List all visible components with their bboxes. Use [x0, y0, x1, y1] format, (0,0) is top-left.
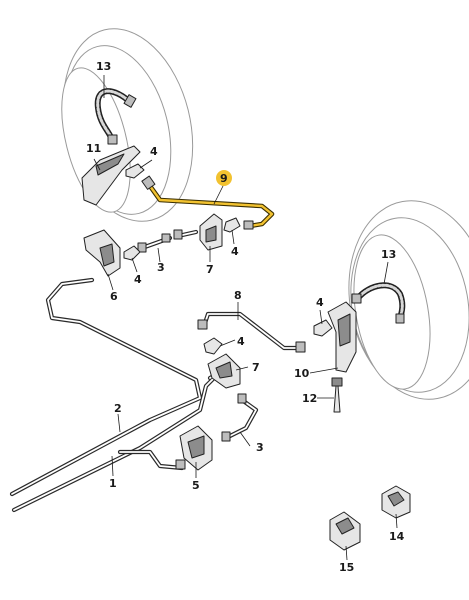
clip-4-top — [125, 163, 145, 179]
bracket-5 — [175, 425, 213, 471]
bracket-7-top — [199, 213, 223, 251]
bracket-10 — [327, 301, 357, 373]
callout-14: 14 — [389, 530, 405, 543]
callout-7-mid: 7 — [252, 361, 260, 374]
connector-7-top — [173, 229, 199, 240]
bracket-11 — [81, 145, 141, 206]
highlight-marker-9 — [216, 170, 232, 186]
callout-6: 6 — [110, 290, 118, 303]
callout-labels: 13 11 4 9 4 7 3 4 6 8 4 13 4 7 10 12 2 3… — [86, 60, 405, 574]
clip-4-c — [123, 245, 141, 261]
fitting-3-top — [137, 233, 173, 253]
callout-4-d: 4 — [316, 296, 324, 309]
clip-15 — [329, 511, 361, 551]
callout-13-top: 13 — [96, 60, 111, 73]
brake-pipe-9-highlighted — [141, 175, 275, 230]
brake-hose-top — [94, 88, 137, 145]
brake-hose-right — [351, 282, 406, 324]
callout-4-e: 4 — [237, 335, 245, 348]
callout-4-a: 4 — [150, 145, 158, 158]
clip-14 — [381, 485, 411, 519]
clip-4-d — [203, 337, 223, 355]
bolt-12 — [331, 377, 343, 413]
callout-3-top: 3 — [157, 261, 165, 274]
callout-10: 10 — [294, 367, 310, 380]
callout-11: 11 — [86, 142, 101, 155]
callout-3-bottom: 3 — [256, 441, 264, 454]
bracket-7-mid — [207, 353, 241, 389]
callout-4-c: 4 — [134, 273, 142, 286]
callout-7-top: 7 — [206, 263, 214, 276]
callout-13-right: 13 — [381, 248, 396, 261]
callout-15: 15 — [339, 561, 354, 574]
callout-9: 9 — [220, 172, 228, 185]
callout-1: 1 — [109, 477, 117, 490]
callout-2: 2 — [114, 402, 122, 415]
leader-lines — [93, 75, 398, 561]
callout-8: 8 — [234, 289, 242, 302]
callout-12: 12 — [302, 392, 317, 405]
bracket-6 — [83, 229, 121, 277]
callout-5: 5 — [192, 479, 200, 492]
callout-4-b: 4 — [231, 245, 239, 258]
wheel-right — [348, 200, 469, 400]
fitting-3-bottom — [221, 393, 259, 442]
clip-4-b — [223, 217, 241, 233]
brake-pipe-2 — [9, 277, 203, 497]
clip-4-e — [313, 319, 333, 337]
brake-pipe-8 — [197, 311, 306, 353]
